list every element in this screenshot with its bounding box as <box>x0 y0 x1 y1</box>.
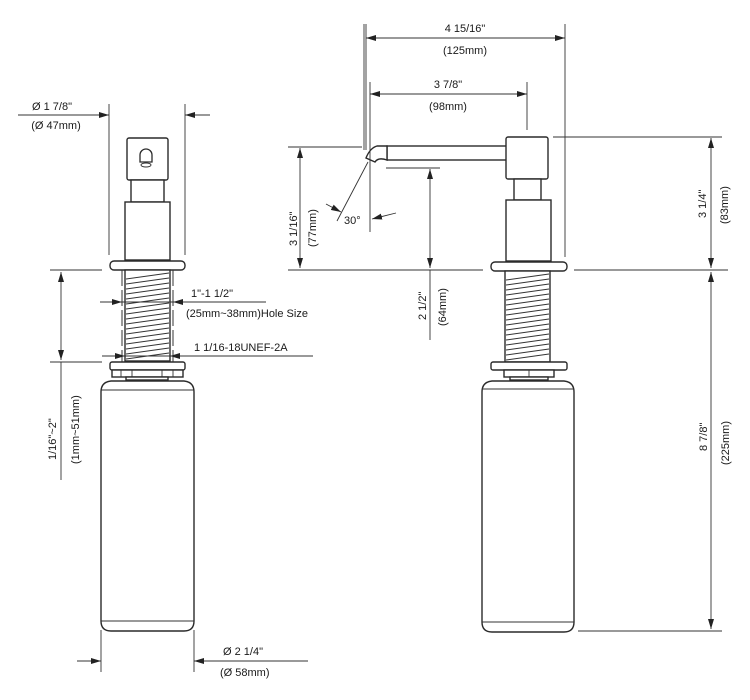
clearance-imperial: 2 1/2" <box>417 292 429 320</box>
thread-line <box>505 273 550 281</box>
counter-thickness-imperial: 1/16"~2" <box>47 418 59 460</box>
thread-line <box>125 302 170 310</box>
thread-line <box>505 338 550 346</box>
thread-line <box>505 318 550 326</box>
overall-reach-metric: (125mm) <box>443 45 487 57</box>
head-diameter-metric: (Ø 47mm) <box>31 120 81 132</box>
thread-line <box>505 348 550 356</box>
side-pump-head <box>505 136 549 180</box>
side-deck-flange <box>490 261 568 272</box>
spout-tip <box>365 145 388 163</box>
thread-line <box>505 283 550 291</box>
above-deck-height-imperial: 3 1/4" <box>697 190 709 218</box>
thread-line <box>505 313 550 321</box>
head-diameter-imperial: Ø 1 7/8" <box>32 101 72 113</box>
pump-head <box>126 137 169 181</box>
thread-line <box>125 327 170 335</box>
thread-line <box>125 342 170 350</box>
thread-line <box>125 277 170 285</box>
pump-neck <box>130 179 165 203</box>
front-view: Ø 1 7/8" (Ø 47mm) 1"-1 1/2" (25mm~38mm)H… <box>18 101 313 679</box>
side-thread-lines <box>505 273 550 361</box>
thread-line <box>125 347 170 355</box>
thread-line <box>505 343 550 351</box>
thread-line <box>125 322 170 330</box>
above-deck-height-metric: (83mm) <box>719 186 731 224</box>
bottle <box>100 380 195 632</box>
below-deck-length-imperial: 8 7/8" <box>698 423 710 451</box>
spout-angle: 30° <box>344 215 361 227</box>
thread-line <box>125 312 170 320</box>
bottle-diameter-imperial: Ø 2 1/4" <box>223 646 263 658</box>
below-deck-length-metric: (225mm) <box>720 421 732 465</box>
thread-line <box>125 297 170 305</box>
thread-line <box>505 328 550 336</box>
spout-reach-metric: (98mm) <box>429 101 467 113</box>
thread-line <box>505 303 550 311</box>
hole-size-imperial: 1"-1 1/2" <box>191 288 233 300</box>
side-pump-body <box>505 199 552 262</box>
spout-height-imperial: 3 1/16" <box>288 211 300 246</box>
side-mounting-nut <box>490 361 568 371</box>
thread-line <box>125 282 170 290</box>
clearance-metric: (64mm) <box>437 288 449 326</box>
side-bottle <box>481 380 575 633</box>
deck-flange <box>109 260 186 271</box>
thread-line <box>505 353 550 361</box>
thread-line <box>125 317 170 325</box>
thread-line <box>505 288 550 296</box>
bottle-diameter-metric: (Ø 58mm) <box>220 667 270 679</box>
thread-line <box>505 333 550 341</box>
nut-base <box>111 369 184 378</box>
nozzle-outlet <box>139 148 153 163</box>
mounting-nut <box>109 361 186 371</box>
thread-line <box>505 293 550 301</box>
thread-line <box>505 298 550 306</box>
side-view: 4 15/16" (125mm) 3 7/8" (98mm) 3 1/16" (… <box>288 23 732 633</box>
overall-reach-imperial: 4 15/16" <box>445 23 486 35</box>
thread-line <box>125 272 170 280</box>
thread-line <box>125 287 170 295</box>
nozzle-tip <box>140 162 152 168</box>
thread-line <box>505 278 550 286</box>
pump-body <box>124 201 171 261</box>
thread-line <box>505 323 550 331</box>
side-bottle-collar <box>509 376 549 381</box>
thread-line <box>505 308 550 316</box>
hole-size-metric: (25mm~38mm)Hole Size <box>186 308 308 320</box>
spout-arm <box>386 145 512 161</box>
thread-line <box>125 307 170 315</box>
thread-line <box>125 337 170 345</box>
spout-height-metric: (77mm) <box>307 209 319 247</box>
thread-lines <box>125 272 170 360</box>
thread-spec: 1 1/16-18UNEF-2A <box>194 342 288 354</box>
counter-thickness-metric: (1mm~51mm) <box>70 395 82 464</box>
thread-line <box>125 332 170 340</box>
spout-reach-imperial: 3 7/8" <box>434 79 462 91</box>
side-pump-neck <box>513 178 542 201</box>
thread-line <box>125 292 170 300</box>
bottle-collar <box>125 376 169 381</box>
